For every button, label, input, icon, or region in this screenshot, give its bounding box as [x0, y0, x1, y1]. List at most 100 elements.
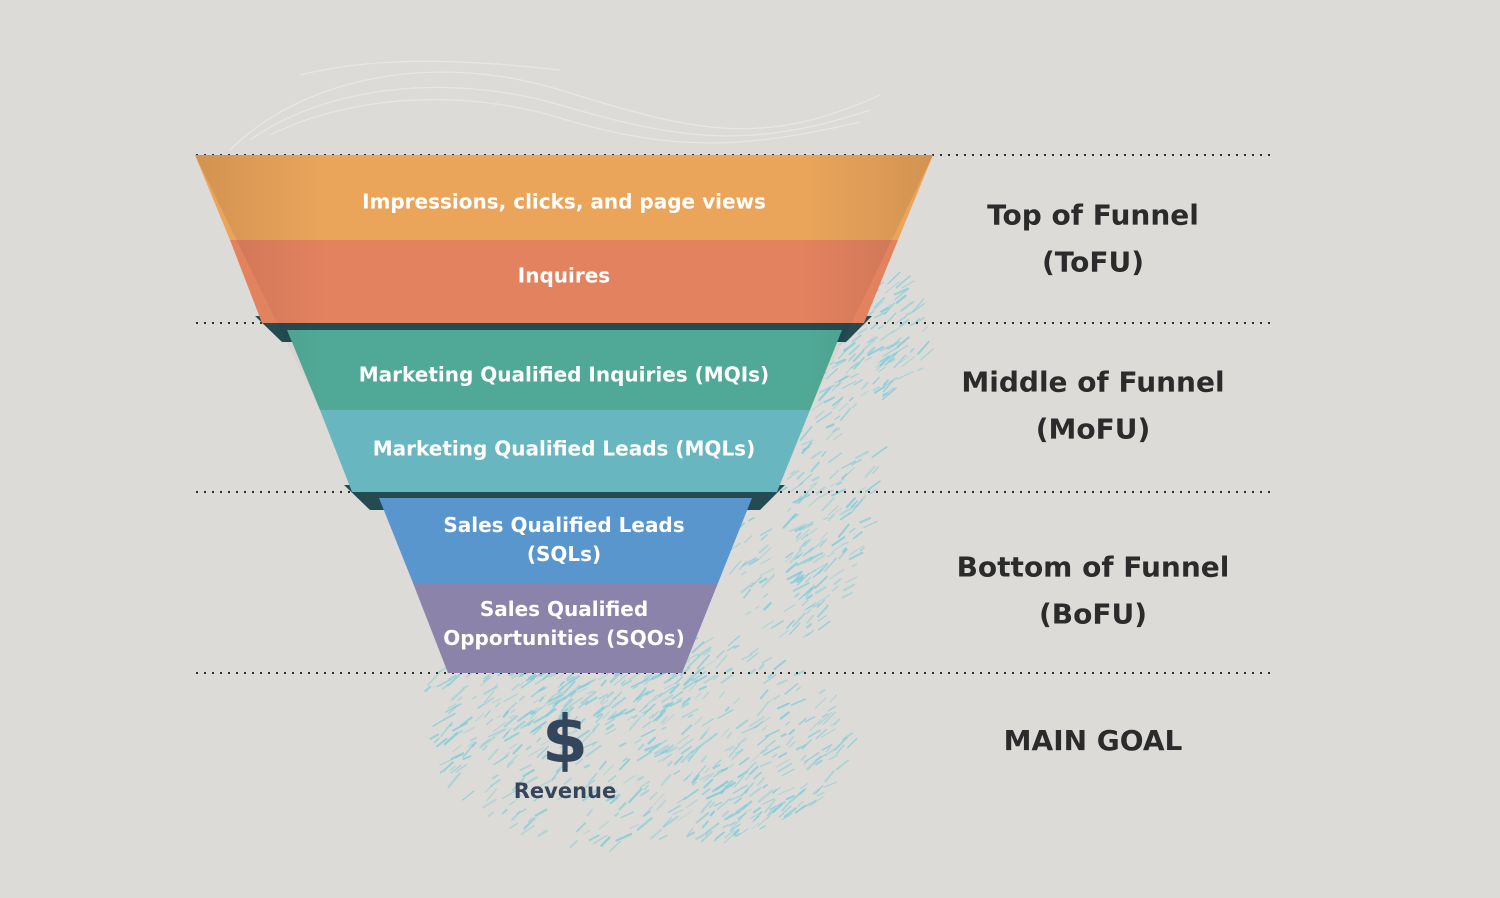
splash-stroke — [878, 366, 886, 373]
splash-stroke — [833, 718, 841, 726]
splash-stroke — [740, 582, 755, 594]
splash-stroke — [583, 829, 591, 835]
splash-stroke — [786, 469, 800, 480]
splash-stroke — [621, 679, 632, 687]
splash-stroke — [491, 698, 502, 704]
splash-stroke — [652, 695, 661, 702]
splash-stroke — [598, 821, 609, 830]
splash-stroke — [908, 303, 925, 316]
splash-stroke — [700, 800, 712, 814]
splash-stroke — [748, 558, 759, 566]
splash-stroke — [598, 693, 609, 700]
splash-stroke — [533, 694, 547, 704]
splash-stroke — [774, 695, 780, 700]
splash-stroke — [759, 825, 766, 830]
splash-stroke — [588, 772, 598, 784]
splash-stroke — [559, 681, 565, 686]
splash-stroke — [578, 700, 589, 709]
splash-stroke — [859, 546, 865, 552]
splash-stroke — [816, 411, 833, 424]
splash-stroke — [794, 592, 800, 598]
splash-stroke — [718, 691, 725, 699]
splash-stroke — [455, 752, 464, 759]
splash-stroke — [759, 568, 775, 577]
splash-stroke — [480, 738, 491, 746]
splash-stroke — [874, 386, 885, 394]
splash-stroke — [584, 696, 598, 706]
splash-stroke — [779, 629, 790, 638]
splash-stroke — [703, 649, 712, 656]
splash-stroke — [661, 726, 667, 730]
splash-stroke — [598, 760, 607, 770]
splash-stroke — [676, 734, 690, 745]
splash-stroke — [654, 744, 670, 755]
splash-stroke — [694, 692, 702, 699]
splash-stroke — [757, 789, 774, 803]
splash-stroke — [695, 745, 702, 749]
splash-stroke — [450, 688, 465, 701]
splash-stroke — [785, 552, 794, 559]
splash-stroke — [663, 674, 678, 684]
splash-stroke — [623, 775, 636, 784]
splash-stroke — [780, 733, 787, 738]
splash-stroke — [724, 829, 735, 839]
splash-stroke — [550, 701, 560, 712]
splash-stroke — [761, 620, 774, 629]
splash-stroke — [661, 754, 672, 762]
splash-stroke — [882, 392, 889, 396]
splash-stroke — [920, 348, 934, 361]
splash-stroke — [687, 754, 693, 760]
splash-stroke — [833, 578, 842, 586]
splash-stroke — [900, 300, 915, 312]
splash-stroke — [803, 523, 808, 528]
splash-stroke — [637, 776, 644, 781]
watercolor-splash — [424, 271, 934, 852]
splash-stroke — [614, 691, 623, 700]
splash-stroke — [820, 489, 834, 498]
splash-stroke — [811, 399, 826, 412]
splash-stroke — [872, 466, 879, 474]
splash-stroke — [777, 762, 793, 773]
splash-stroke — [698, 726, 711, 741]
splash-stroke — [833, 736, 848, 751]
splash-stroke — [605, 793, 621, 802]
splash-stroke — [503, 693, 518, 703]
splash-stroke — [683, 678, 693, 686]
splash-stroke — [748, 716, 765, 727]
splash-stroke — [653, 749, 669, 758]
splash-stroke — [516, 808, 527, 815]
splash-stroke — [539, 696, 544, 703]
splash-stroke — [688, 682, 698, 692]
splash-stroke — [449, 766, 456, 771]
splash-stroke — [685, 771, 693, 781]
splash-stroke — [520, 720, 533, 730]
splash-stroke — [681, 708, 699, 719]
splash-stroke — [440, 721, 453, 737]
splash-stroke — [660, 774, 672, 786]
splash-stroke — [881, 304, 892, 314]
splash-stroke — [603, 764, 614, 776]
splash-stroke — [802, 546, 814, 557]
splash-stroke — [922, 325, 928, 332]
splash-stroke — [658, 834, 668, 840]
splash-stroke — [748, 765, 759, 776]
splash-stroke — [831, 397, 843, 407]
splash-stroke — [483, 675, 490, 682]
splash-stroke — [602, 710, 611, 719]
splash-stroke — [569, 675, 581, 684]
splash-stroke — [759, 557, 772, 565]
splash-stroke — [735, 719, 749, 730]
splash-stroke — [653, 792, 665, 805]
splash-stroke — [527, 817, 533, 823]
splash-stroke — [851, 334, 862, 343]
splash-stroke — [600, 679, 607, 687]
splash-stroke — [512, 743, 523, 755]
splash-stroke — [796, 574, 805, 580]
splash-stroke — [733, 832, 741, 837]
splash-stroke — [592, 706, 605, 717]
splash-stroke — [724, 810, 741, 821]
splash-stroke — [660, 715, 669, 724]
splash-stroke — [729, 794, 744, 801]
splash-stroke — [539, 776, 557, 787]
